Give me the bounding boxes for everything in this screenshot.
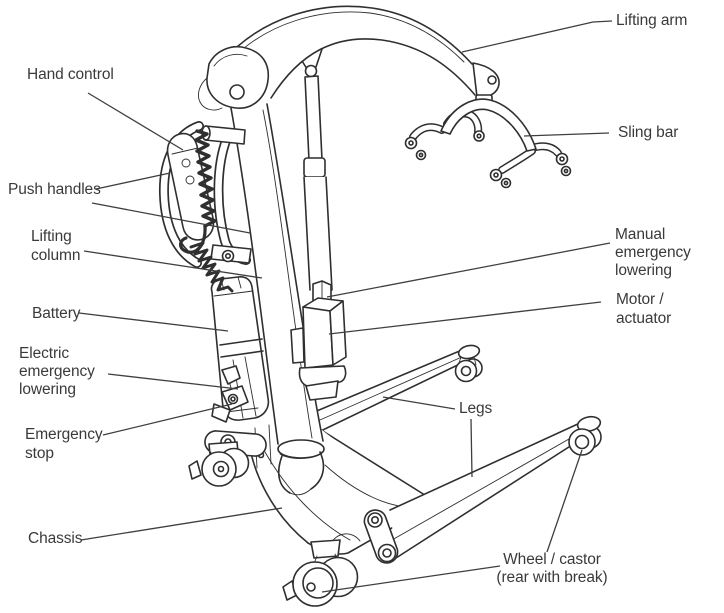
coiled-cable-drawing [179,129,234,293]
leader-sling-bar [523,132,610,137]
leader-manual-emergency-lowering [326,242,611,298]
far-leg-drawing [299,344,483,442]
near-leg-drawing [363,415,602,564]
leader-emergency-stop [102,403,233,436]
emergency-controls-drawing [211,365,249,423]
leader-push-handles-1 [95,172,171,190]
actuator-rod-drawing [298,45,333,305]
label-motor-actuator: Motor / actuator [616,291,672,327]
leader-wheel-castor-1 [546,449,583,553]
leader-electric-emergency-lowering [107,373,239,390]
leader-lines [78,20,613,593]
sling-bar-drawing [404,94,572,189]
label-push-handles: Push handles [8,181,101,198]
label-battery: Battery [32,305,81,322]
leader-wheel-castor-2 [321,565,501,593]
leader-chassis [80,507,283,541]
label-chassis: Chassis [28,530,83,547]
leader-battery [78,312,229,332]
leader-legs-2 [470,418,473,478]
front-castor-drawing [188,441,250,487]
lifting-arm-drawing [197,5,500,111]
rear-castor-drawing [282,539,359,607]
leader-legs-1 [382,396,456,410]
leader-push-handles-2 [91,202,251,234]
label-manual-emergency-lowering: Manual emergency lowering [615,226,691,279]
label-hand-control: Hand control [27,66,114,83]
label-lifting-column: Lifting column [31,228,81,264]
leader-hand-control [87,92,184,151]
label-emergency-stop: Emergency stop [25,426,103,462]
label-sling-bar: Sling bar [618,124,679,141]
label-legs: Legs [459,400,493,417]
leader-motor-actuator [328,301,602,335]
label-electric-emergency-lowering: Electric emergency lowering [19,345,95,398]
motor-actuator-drawing [290,297,347,401]
leader-lifting-column [83,250,263,279]
label-lifting-arm: Lifting arm [616,12,688,29]
leader-lifting-arm [461,20,613,53]
battery-drawing [210,276,270,421]
label-wheel-castor: Wheel / castor (rear with break) [496,551,608,586]
